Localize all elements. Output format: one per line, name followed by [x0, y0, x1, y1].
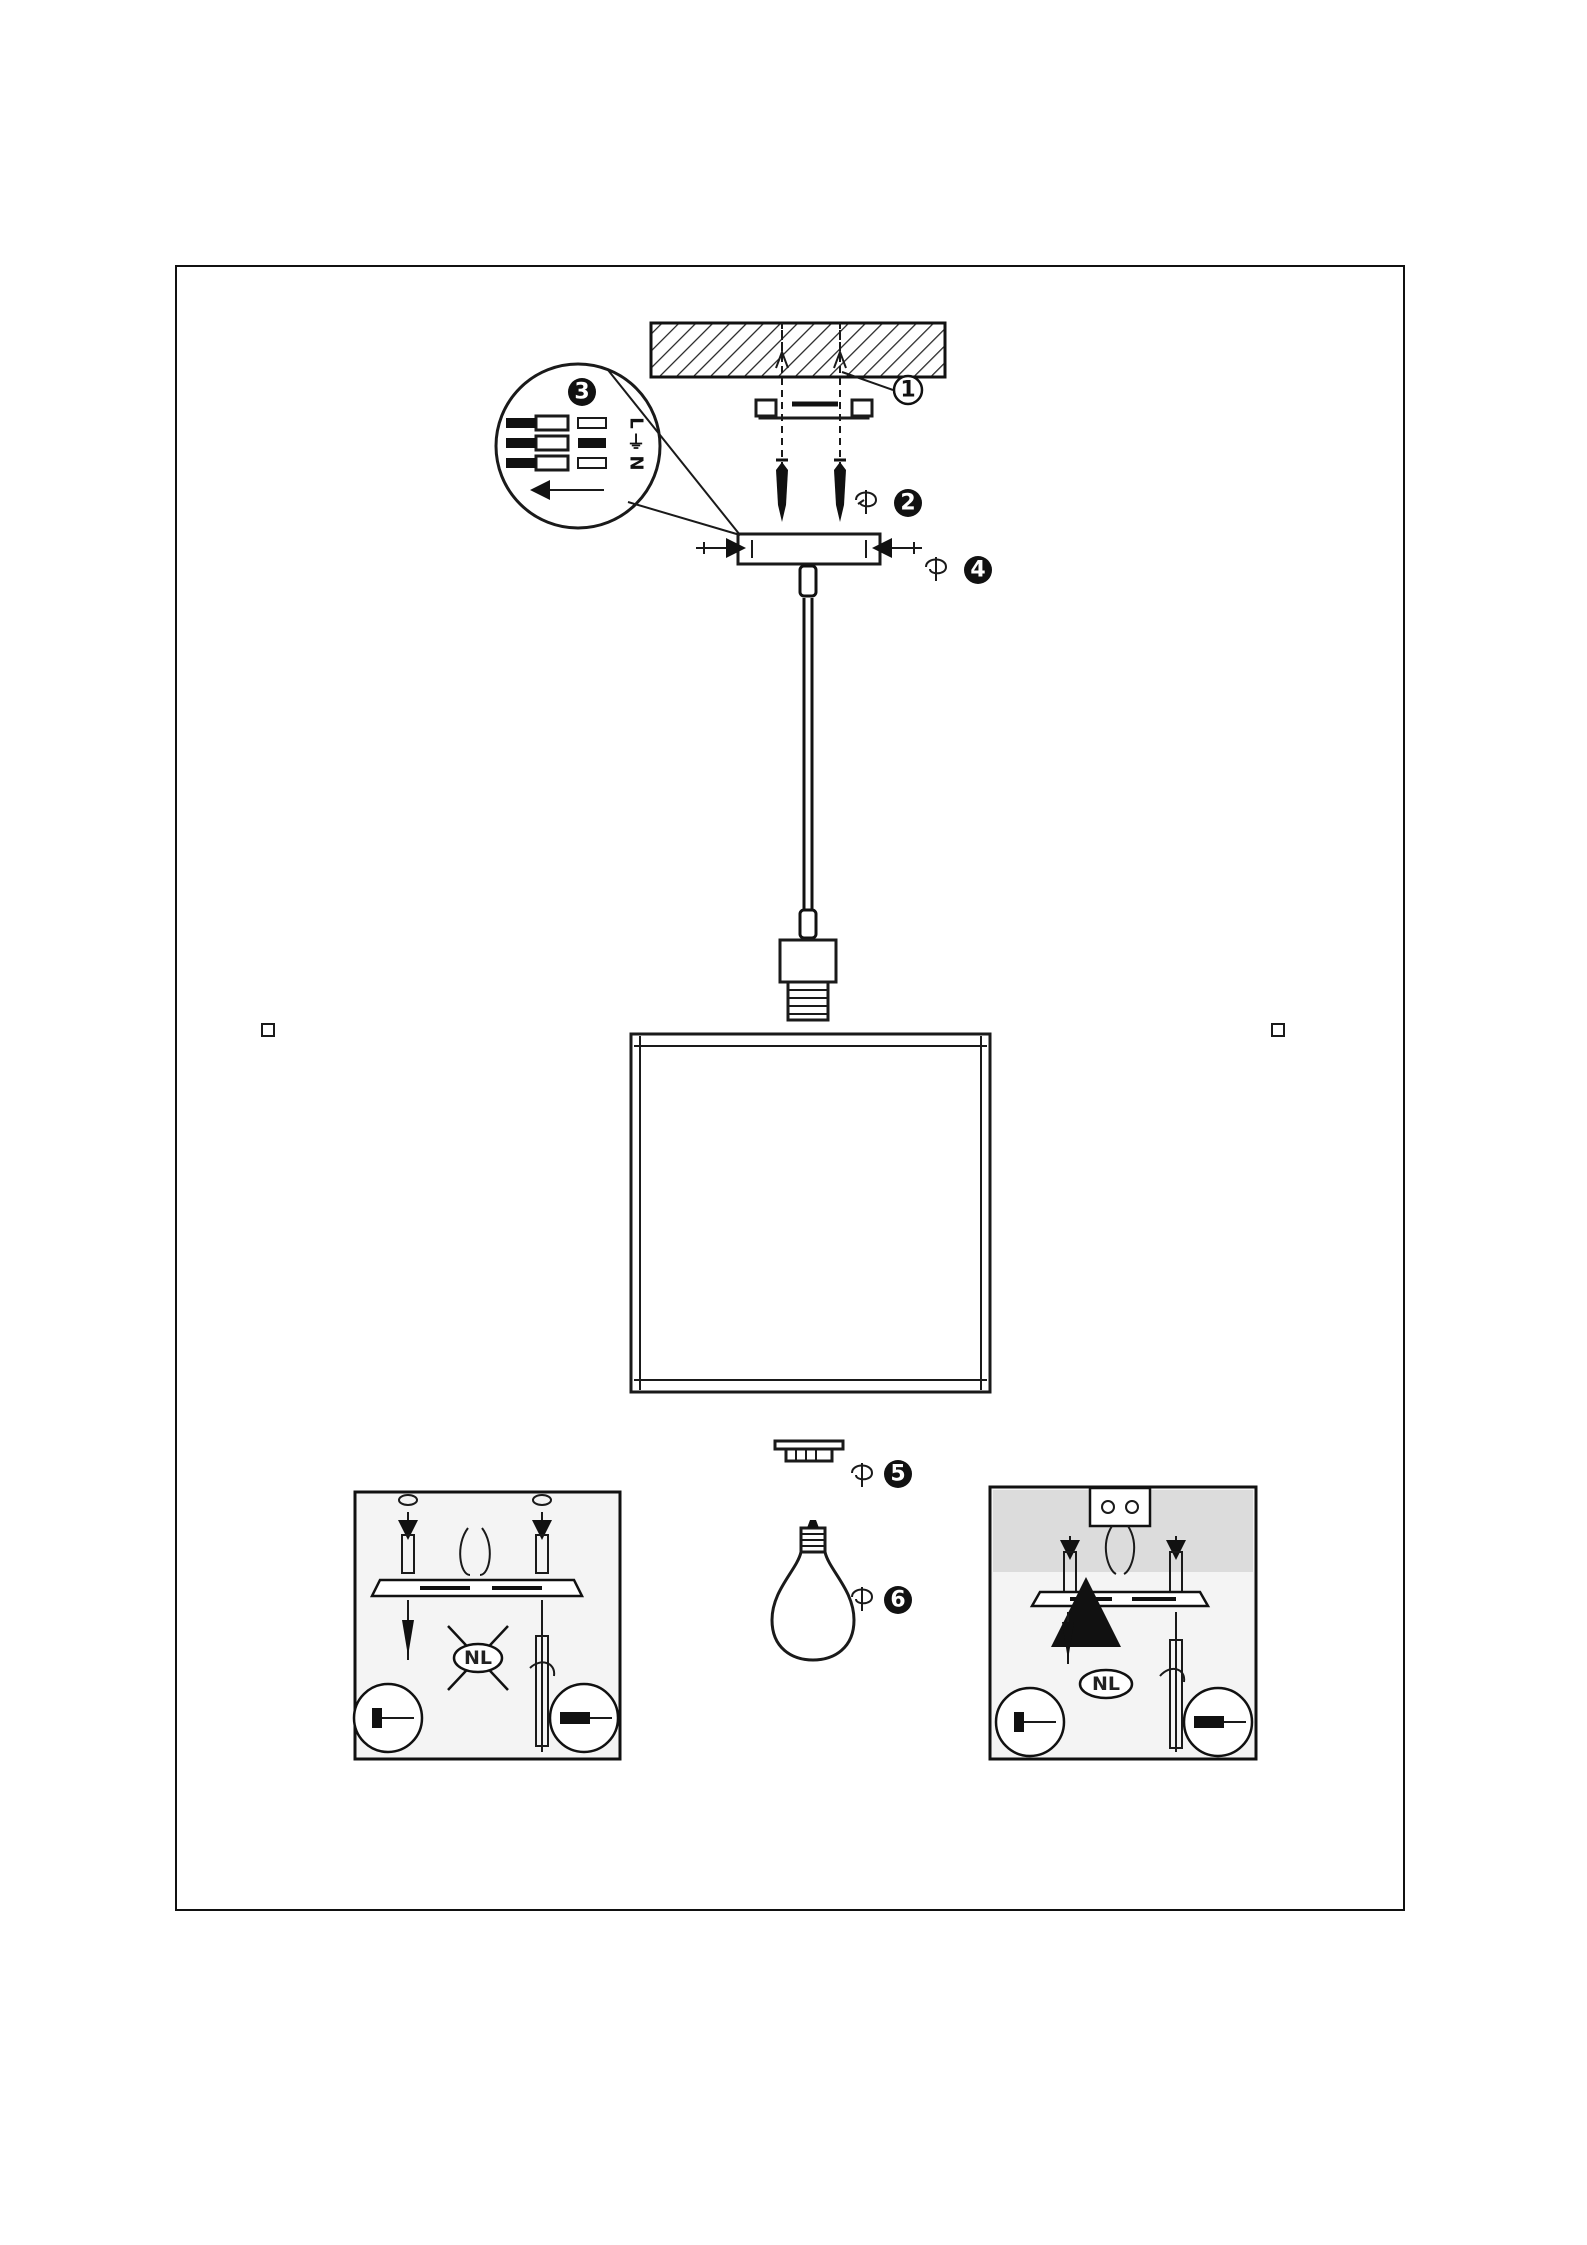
- wire-label-phase: L: [626, 417, 647, 428]
- inset-incorrect-mounting: NL: [354, 1492, 620, 1759]
- light-bulb: [772, 1520, 854, 1660]
- step-callout-4: 4: [964, 556, 992, 584]
- step-callout-3: 3: [568, 378, 596, 406]
- registration-mark-left: [262, 1024, 274, 1036]
- wire-label-neutral: N: [626, 455, 647, 470]
- svg-text:5: 5: [890, 1462, 905, 1487]
- inset-badge-right: NL: [1092, 1673, 1120, 1695]
- rotate-icon-step-5: [852, 1463, 872, 1487]
- rotate-icon-step-2: [856, 490, 876, 514]
- step-callout-2: 2: [894, 489, 922, 517]
- canopy: [696, 534, 922, 564]
- inset-correct-mounting: NL: [990, 1487, 1256, 1759]
- wiring-detail: L ⏚ N: [496, 364, 740, 535]
- rotate-icon-step-6: [852, 1587, 872, 1611]
- wire-label-earth: ⏚: [627, 433, 645, 454]
- svg-text:4: 4: [970, 558, 985, 583]
- mounting-bracket: [756, 400, 872, 418]
- shade-ring: [775, 1441, 843, 1461]
- svg-text:3: 3: [574, 380, 589, 405]
- step-callout-5: 5: [884, 1460, 912, 1488]
- svg-text:2: 2: [900, 491, 915, 516]
- svg-text:1: 1: [900, 378, 915, 403]
- lamp-holder: [780, 940, 836, 1020]
- suspension-cable: [800, 566, 816, 938]
- registration-mark-right: [1272, 1024, 1284, 1036]
- svg-text:6: 6: [890, 1588, 905, 1613]
- lamp-shade: [631, 1034, 990, 1392]
- ceiling: [651, 323, 945, 377]
- inset-badge-left: NL: [464, 1647, 492, 1669]
- rotate-icon-step-4: [926, 557, 946, 581]
- step-callout-6: 6: [884, 1586, 912, 1614]
